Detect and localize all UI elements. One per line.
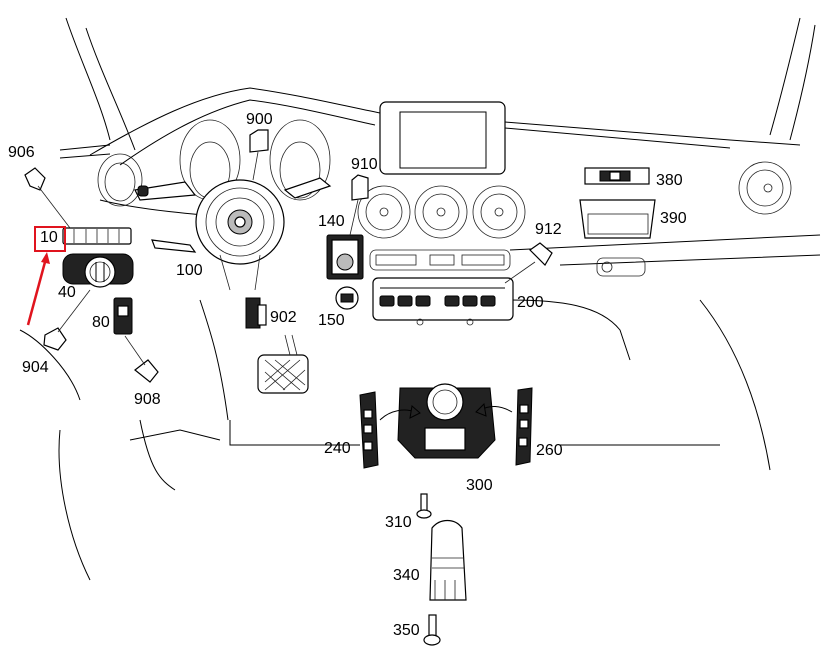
callout-40[interactable]: 40 — [58, 284, 76, 301]
callout-912[interactable]: 912 — [535, 221, 562, 238]
callout-140[interactable]: 140 — [318, 213, 345, 230]
callout-300[interactable]: 300 — [466, 477, 493, 494]
callout-910[interactable]: 910 — [351, 156, 378, 173]
callout-900[interactable]: 900 — [246, 111, 273, 128]
part-100-steering-column-switch — [134, 177, 332, 291]
part-140-module — [326, 234, 364, 280]
part-300-controller-unit — [397, 383, 496, 459]
callout-350[interactable]: 350 — [393, 622, 420, 639]
part-240-switch-panel — [359, 391, 379, 469]
part-390-tray — [579, 199, 656, 239]
connector-900 — [249, 129, 269, 181]
part-80-switch — [113, 297, 133, 335]
part-200-climate-panel — [372, 277, 514, 326]
callout-260[interactable]: 260 — [536, 442, 563, 459]
callout-340[interactable]: 340 — [393, 567, 420, 584]
highlight-arrow — [26, 252, 50, 326]
callout-150[interactable]: 150 — [318, 312, 345, 329]
connector-904 — [43, 289, 91, 351]
callout-904[interactable]: 904 — [22, 359, 49, 376]
dashboard-outline — [19, 87, 821, 581]
vent-right — [738, 161, 792, 215]
vent-left — [97, 153, 143, 207]
display-screen — [379, 101, 506, 175]
connector-906 — [24, 167, 71, 229]
callout-906[interactable]: 906 — [8, 144, 35, 161]
part-40-headlamp-switch — [62, 253, 134, 288]
callout-10-highlight-box — [34, 226, 66, 252]
part-350-screw — [423, 614, 441, 646]
callout-240[interactable]: 240 — [324, 440, 351, 457]
connector-910 — [349, 174, 369, 236]
part-380-switch — [584, 167, 650, 185]
connector-912 — [504, 242, 553, 284]
callout-200[interactable]: 200 — [517, 294, 544, 311]
callout-100[interactable]: 100 — [176, 262, 203, 279]
connector-908 — [124, 335, 159, 383]
a-pillar-left — [65, 17, 136, 151]
arrows — [379, 402, 513, 421]
callout-310[interactable]: 310 — [385, 514, 412, 531]
callout-10[interactable]: 10 — [40, 229, 58, 246]
part-150-button — [335, 286, 359, 310]
part-260-switch-panel — [515, 387, 533, 466]
callout-380[interactable]: 380 — [656, 172, 683, 189]
callout-390[interactable]: 390 — [660, 210, 687, 227]
part-310-screw — [416, 493, 432, 519]
center-vents — [357, 185, 526, 271]
glovebox-handle — [596, 257, 646, 277]
callout-80[interactable]: 80 — [92, 314, 110, 331]
part-340-knob — [429, 519, 467, 601]
callout-908[interactable]: 908 — [134, 391, 161, 408]
part-10-switch-strip — [62, 227, 132, 245]
part-902-sensor — [245, 297, 267, 329]
callout-902[interactable]: 902 — [270, 309, 297, 326]
brake-pedal — [257, 334, 309, 394]
a-pillar-right — [769, 17, 816, 141]
